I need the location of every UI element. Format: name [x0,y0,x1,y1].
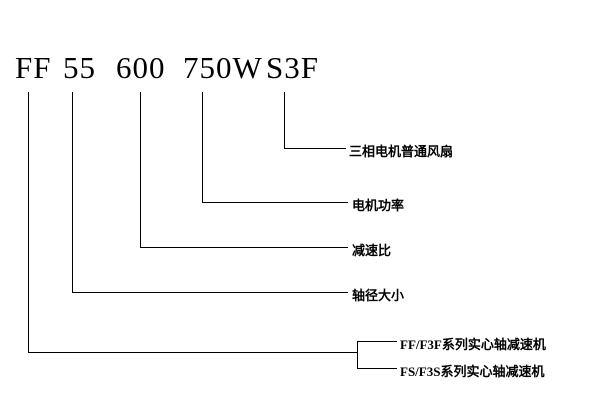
fork-branch-bottom [357,368,397,369]
label-shaft: 轴径大小 [352,288,405,303]
leader-vertical-ratio [140,92,141,247]
leader-vertical-series [28,92,29,352]
code-part-series: FF [15,50,52,85]
leader-horizontal-shaft [72,292,348,293]
fork-bracket-vertical [357,341,358,369]
label-fan: 三相电机普通风扇 [349,144,454,159]
leader-vertical-power [202,92,203,202]
label-series-ff: FF/F3F系列实心轴减速机 [400,337,546,352]
fork-branch-top [357,341,397,342]
leader-horizontal-series [28,352,357,353]
code-part-ratio: 600 [116,50,166,85]
code-part-fan: S3F [266,50,319,85]
leader-vertical-shaft [72,92,73,292]
leader-vertical-fan [284,92,285,148]
label-series-fs: FS/F3S系列实心轴减速机 [400,364,545,379]
label-ratio: 减速比 [352,243,392,258]
label-power: 电机功率 [352,198,405,213]
code-part-shaft: 55 [63,50,96,85]
leader-horizontal-fan [284,148,346,149]
leader-horizontal-ratio [140,247,348,248]
code-part-power: 750W [183,50,263,85]
leader-horizontal-power [202,202,348,203]
